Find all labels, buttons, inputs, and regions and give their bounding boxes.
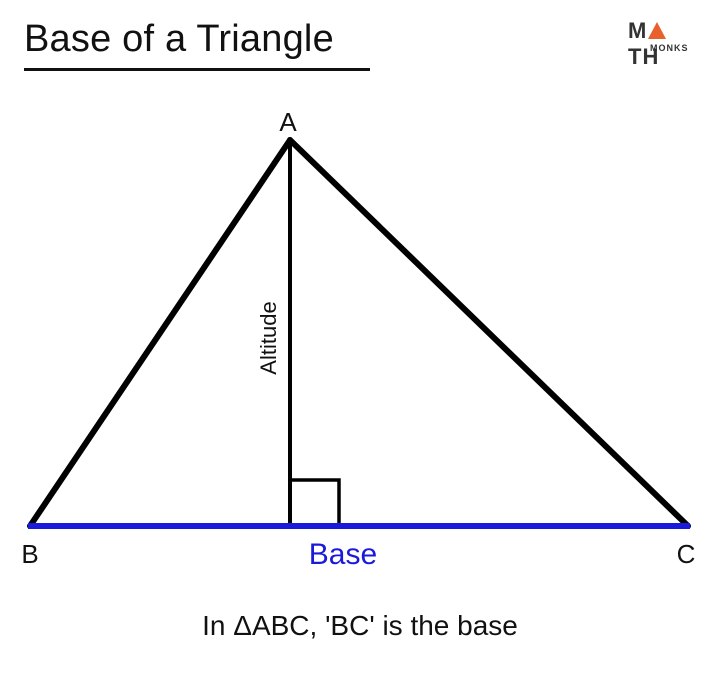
logo-subtitle: MONKS [650, 43, 689, 53]
vertex-label-a: A [279, 107, 297, 137]
side-ab [27, 137, 293, 529]
caption: In ΔABC, 'BC' is the base [202, 610, 518, 641]
logo-wordmark: MTH [628, 18, 698, 70]
math-monks-logo: MTH MONKS [628, 18, 698, 69]
title-underline [24, 68, 370, 71]
base-label: Base [309, 538, 377, 571]
vertex-label-b: B [21, 539, 38, 569]
page-title: Base of a Triangle [24, 18, 334, 60]
altitude-label: Altitude [256, 301, 281, 374]
logo-triangle-icon [648, 22, 667, 39]
side-ac [287, 137, 691, 529]
vertex-label-c: C [677, 539, 696, 569]
right-angle-marker [290, 478, 341, 526]
